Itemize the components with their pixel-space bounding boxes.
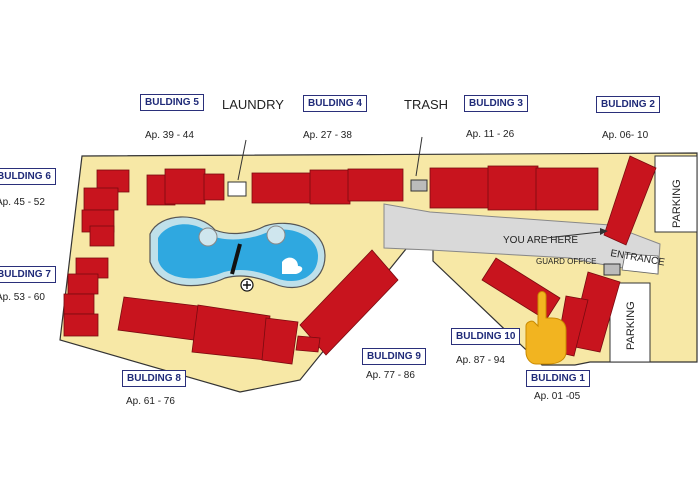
building-4-label: BULDING 4 <box>303 95 367 112</box>
building-5-block <box>146 168 225 206</box>
building-8-block <box>117 296 299 365</box>
parking-bottom-label: PARKING <box>625 301 637 350</box>
parking-top-label: PARKING <box>671 179 683 228</box>
road-strip <box>621 253 659 275</box>
building-6-apartments: Ap. 45 - 52 <box>0 197 45 208</box>
trash-label: TRASH <box>404 97 449 112</box>
guard-office-box <box>603 263 621 276</box>
you-are-here-arrow <box>545 231 601 239</box>
pointing-hand-icon <box>525 291 567 365</box>
building-9-label: BULDING 9 <box>362 348 426 365</box>
pool-divider <box>230 243 242 275</box>
building-6-block <box>81 169 130 247</box>
trash-box <box>410 179 428 192</box>
parking-area-top <box>654 155 698 233</box>
laundry-pointer-line <box>237 139 247 181</box>
building-6-label: BULDING 6 <box>0 168 56 185</box>
building-10-apartments: Ap. 87 - 94 <box>456 355 505 366</box>
building-8-label: BULDING 8 <box>122 370 186 387</box>
building-9-apartments: Ap. 77 - 86 <box>366 370 415 381</box>
parking-area-bottom <box>609 282 651 363</box>
you-are-here-label: YOU ARE HERE <box>503 235 578 246</box>
laundry-label: LAUNDRY <box>222 97 284 112</box>
building-7-block <box>63 257 109 337</box>
building-8-apartments: Ap. 61 - 76 <box>126 396 175 407</box>
building-9-block <box>295 249 399 356</box>
guard-office-label: GUARD OFFICE <box>536 257 596 266</box>
building-7-apartments: Ap. 53 - 60 <box>0 292 45 303</box>
building-2-block <box>603 155 657 246</box>
building-2-label: BULDING 2 <box>596 96 660 113</box>
building-10-label: BULDING 10 <box>451 328 521 345</box>
building-2-apartments: Ap. 06- 10 <box>602 130 649 141</box>
pool-jacuzzi-left <box>198 227 218 247</box>
laundry-box <box>227 181 247 197</box>
building-7-label: BULDING 7 <box>0 266 56 283</box>
pool-jacuzzi-right <box>266 225 286 245</box>
pool-island <box>282 257 303 274</box>
building-1-label: BULDING 1 <box>526 370 590 387</box>
building-4-block <box>251 168 404 205</box>
building-3-label: BULDING 3 <box>464 95 528 112</box>
building-5-label: BULDING 5 <box>140 94 204 111</box>
building-4-apartments: Ap. 27 - 38 <box>303 130 352 141</box>
building-5-apartments: Ap. 39 - 44 <box>145 130 194 141</box>
building-3-apartments: Ap. 11 - 26 <box>466 129 515 140</box>
building-3-block <box>429 165 599 211</box>
trash-pointer-line <box>415 136 423 177</box>
building-1-apartments: Ap. 01 -05 <box>534 391 581 402</box>
